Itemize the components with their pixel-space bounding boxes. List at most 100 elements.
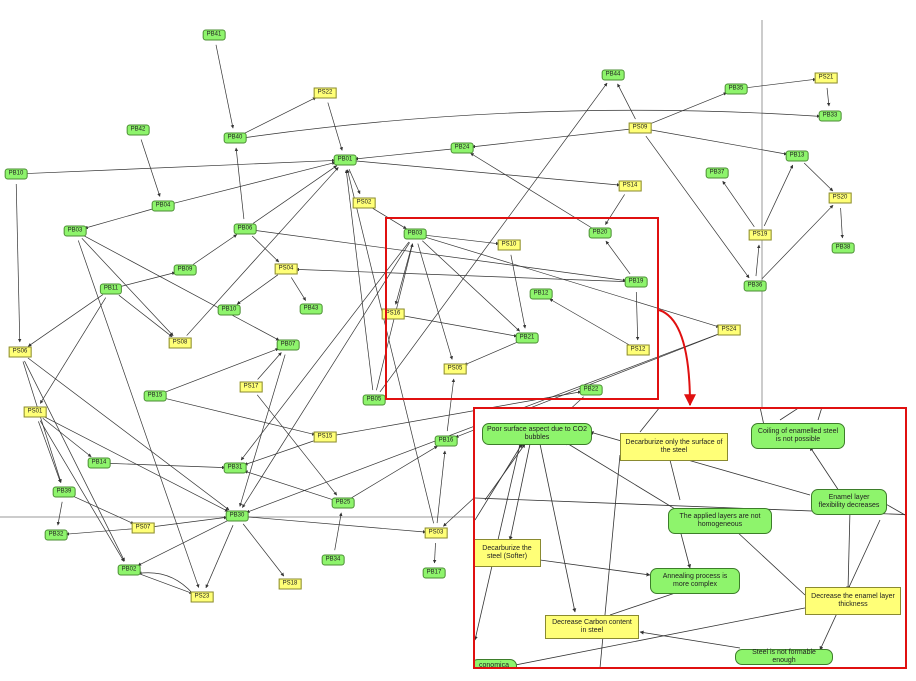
node-pb12[interactable]: PB12 bbox=[529, 288, 553, 300]
node-pb32[interactable]: PB32 bbox=[44, 529, 68, 541]
node-ps01[interactable]: PS01 bbox=[23, 406, 47, 418]
node-ps21[interactable]: PS21 bbox=[814, 72, 838, 84]
node-ps22[interactable]: PS22 bbox=[313, 87, 337, 99]
edge-pb19-pb20 bbox=[605, 240, 631, 275]
edge-pb40-ps22 bbox=[243, 97, 317, 134]
node-pb03[interactable]: PB03 bbox=[63, 225, 87, 237]
node-pb38[interactable]: PB38 bbox=[831, 242, 855, 254]
zoom-node-decarburize-softer[interactable]: Decarburize the steel (Softer) bbox=[475, 539, 541, 567]
node-pb35[interactable]: PB35 bbox=[724, 83, 748, 95]
edge-ps09-pb36 bbox=[645, 135, 750, 279]
node-pb20[interactable]: PB20 bbox=[588, 227, 612, 239]
edge-ps01-pb02 bbox=[39, 420, 125, 562]
edge-pb21-ps05 bbox=[463, 341, 518, 366]
zoom-node-not-formable[interactable]: Steel is not formable enough bbox=[735, 649, 833, 665]
node-pb07[interactable]: PB07 bbox=[276, 339, 300, 351]
node-pb41[interactable]: PB41 bbox=[202, 29, 226, 41]
node-pb19[interactable]: PB19 bbox=[624, 276, 648, 288]
node-pb04[interactable]: PB04 bbox=[151, 200, 175, 212]
node-pb15[interactable]: PB15 bbox=[143, 390, 167, 402]
node-pb33[interactable]: PB33 bbox=[818, 110, 842, 122]
edge-pb19-ps12 bbox=[635, 291, 640, 341]
edge-ps06-pb30 bbox=[27, 357, 230, 511]
edge-pb39-pb32 bbox=[56, 501, 63, 526]
node-ps03[interactable]: PS03 bbox=[424, 527, 448, 539]
node-ps16[interactable]: PS16 bbox=[381, 308, 405, 320]
edge-pb39-ps07 bbox=[72, 495, 135, 525]
node-pb13[interactable]: PB13 bbox=[785, 150, 809, 162]
node-ps12[interactable]: PS12 bbox=[626, 344, 650, 356]
edge-pb30-ps18 bbox=[242, 523, 285, 577]
node-ps06[interactable]: PS06 bbox=[8, 346, 32, 358]
node-pb36[interactable]: PB36 bbox=[743, 280, 767, 292]
node-pb03b[interactable]: PB03 bbox=[403, 228, 427, 240]
node-ps09[interactable]: PS09 bbox=[628, 122, 652, 134]
node-pb31[interactable]: PB31 bbox=[223, 462, 247, 474]
node-ps05[interactable]: PS05 bbox=[443, 363, 467, 375]
node-pb06[interactable]: PB06 bbox=[233, 223, 257, 235]
node-ps20[interactable]: PS20 bbox=[828, 192, 852, 204]
edge-ps07-pb30 bbox=[152, 515, 228, 528]
zoom-node-poor-surface[interactable]: Poor surface aspect due to CO2 bubbles bbox=[482, 423, 592, 445]
node-pb30[interactable]: PB30 bbox=[225, 510, 249, 522]
node-pb16[interactable]: PB16 bbox=[434, 435, 458, 447]
edge-ps16-pb21 bbox=[402, 315, 518, 338]
node-pb34[interactable]: PB34 bbox=[321, 554, 345, 566]
node-pb37[interactable]: PB37 bbox=[705, 167, 729, 179]
edges-layer bbox=[15, 44, 844, 595]
node-pb42[interactable]: PB42 bbox=[126, 124, 150, 136]
node-ps17[interactable]: PS17 bbox=[239, 381, 263, 393]
edge-pb15-ps15 bbox=[164, 398, 316, 436]
edge-ps06-pb02 bbox=[24, 360, 125, 562]
node-ps19[interactable]: PS19 bbox=[748, 229, 772, 241]
node-pb05[interactable]: PB05 bbox=[362, 394, 386, 406]
node-ps15[interactable]: PS15 bbox=[313, 431, 337, 443]
node-pb09[interactable]: PB09 bbox=[173, 264, 197, 276]
zoom-node-decarburize-surface[interactable]: Decarburize only the surface of the stee… bbox=[620, 433, 728, 461]
edge-pb25-pb16 bbox=[351, 445, 438, 499]
node-pb39[interactable]: PB39 bbox=[52, 486, 76, 498]
edge-pb01-ps14 bbox=[354, 160, 621, 187]
node-ps24[interactable]: PS24 bbox=[717, 324, 741, 336]
edge-pb06-ps04 bbox=[251, 235, 280, 263]
edge-pb36-ps19 bbox=[755, 244, 761, 277]
node-pb43[interactable]: PB43 bbox=[299, 303, 323, 315]
edge-pb04-pb03 bbox=[84, 208, 154, 230]
edge-pb05-pb01 bbox=[344, 169, 374, 391]
edge-ps01-pb30 bbox=[43, 416, 229, 512]
node-pb22[interactable]: PB22 bbox=[579, 384, 603, 396]
node-pb01[interactable]: PB01 bbox=[333, 154, 357, 166]
node-pb10[interactable]: PB10 bbox=[4, 168, 28, 180]
node-pb40[interactable]: PB40 bbox=[223, 132, 247, 144]
zoom-node-annealing[interactable]: Annealing process is more complex bbox=[650, 568, 740, 594]
edge-pb24-pb01 bbox=[354, 148, 453, 161]
node-pb10b[interactable]: PB10 bbox=[217, 304, 241, 316]
zoom-node-coiling[interactable]: Coiling of enamelled steel is not possib… bbox=[751, 423, 845, 449]
zoom-node-decrease-enamel[interactable]: Decrease the enamel layer thickness bbox=[805, 587, 901, 615]
node-pb02[interactable]: PB02 bbox=[117, 564, 141, 576]
node-ps23[interactable]: PS23 bbox=[190, 591, 214, 603]
edge-ps04-pb10b bbox=[236, 274, 279, 305]
edge-pb06-pb19 bbox=[254, 229, 627, 282]
node-pb21[interactable]: PB21 bbox=[515, 332, 539, 344]
zoom-node-enamel-flexibility[interactable]: Enamel layer flexibility decreases bbox=[811, 489, 887, 515]
node-ps14[interactable]: PS14 bbox=[618, 180, 642, 192]
edge-pb03b-ps24 bbox=[424, 236, 720, 328]
node-ps02[interactable]: PS02 bbox=[352, 197, 376, 209]
node-ps07[interactable]: PS07 bbox=[131, 522, 155, 534]
node-ps04[interactable]: PS04 bbox=[274, 263, 298, 275]
edge-ps08-pb01 bbox=[186, 167, 339, 336]
node-ps18[interactable]: PS18 bbox=[278, 578, 302, 590]
node-pb11[interactable]: PB11 bbox=[99, 283, 123, 295]
node-pb24[interactable]: PB24 bbox=[450, 142, 474, 154]
node-pb14[interactable]: PB14 bbox=[87, 457, 111, 469]
node-ps10[interactable]: PS10 bbox=[497, 239, 521, 251]
node-pb17[interactable]: PB17 bbox=[422, 567, 446, 579]
zoom-node-layers-not-homogeneous[interactable]: The applied layers are not homogeneous bbox=[668, 508, 772, 534]
edge-ps17-pb25 bbox=[256, 394, 338, 496]
node-pb25[interactable]: PB25 bbox=[331, 497, 355, 509]
node-pb44[interactable]: PB44 bbox=[601, 69, 625, 81]
zoom-node-cut-off[interactable]: conomica bbox=[475, 659, 517, 667]
node-ps08[interactable]: PS08 bbox=[168, 337, 192, 349]
zoom-node-decrease-carbon[interactable]: Decrease Carbon content in steel bbox=[545, 615, 639, 639]
